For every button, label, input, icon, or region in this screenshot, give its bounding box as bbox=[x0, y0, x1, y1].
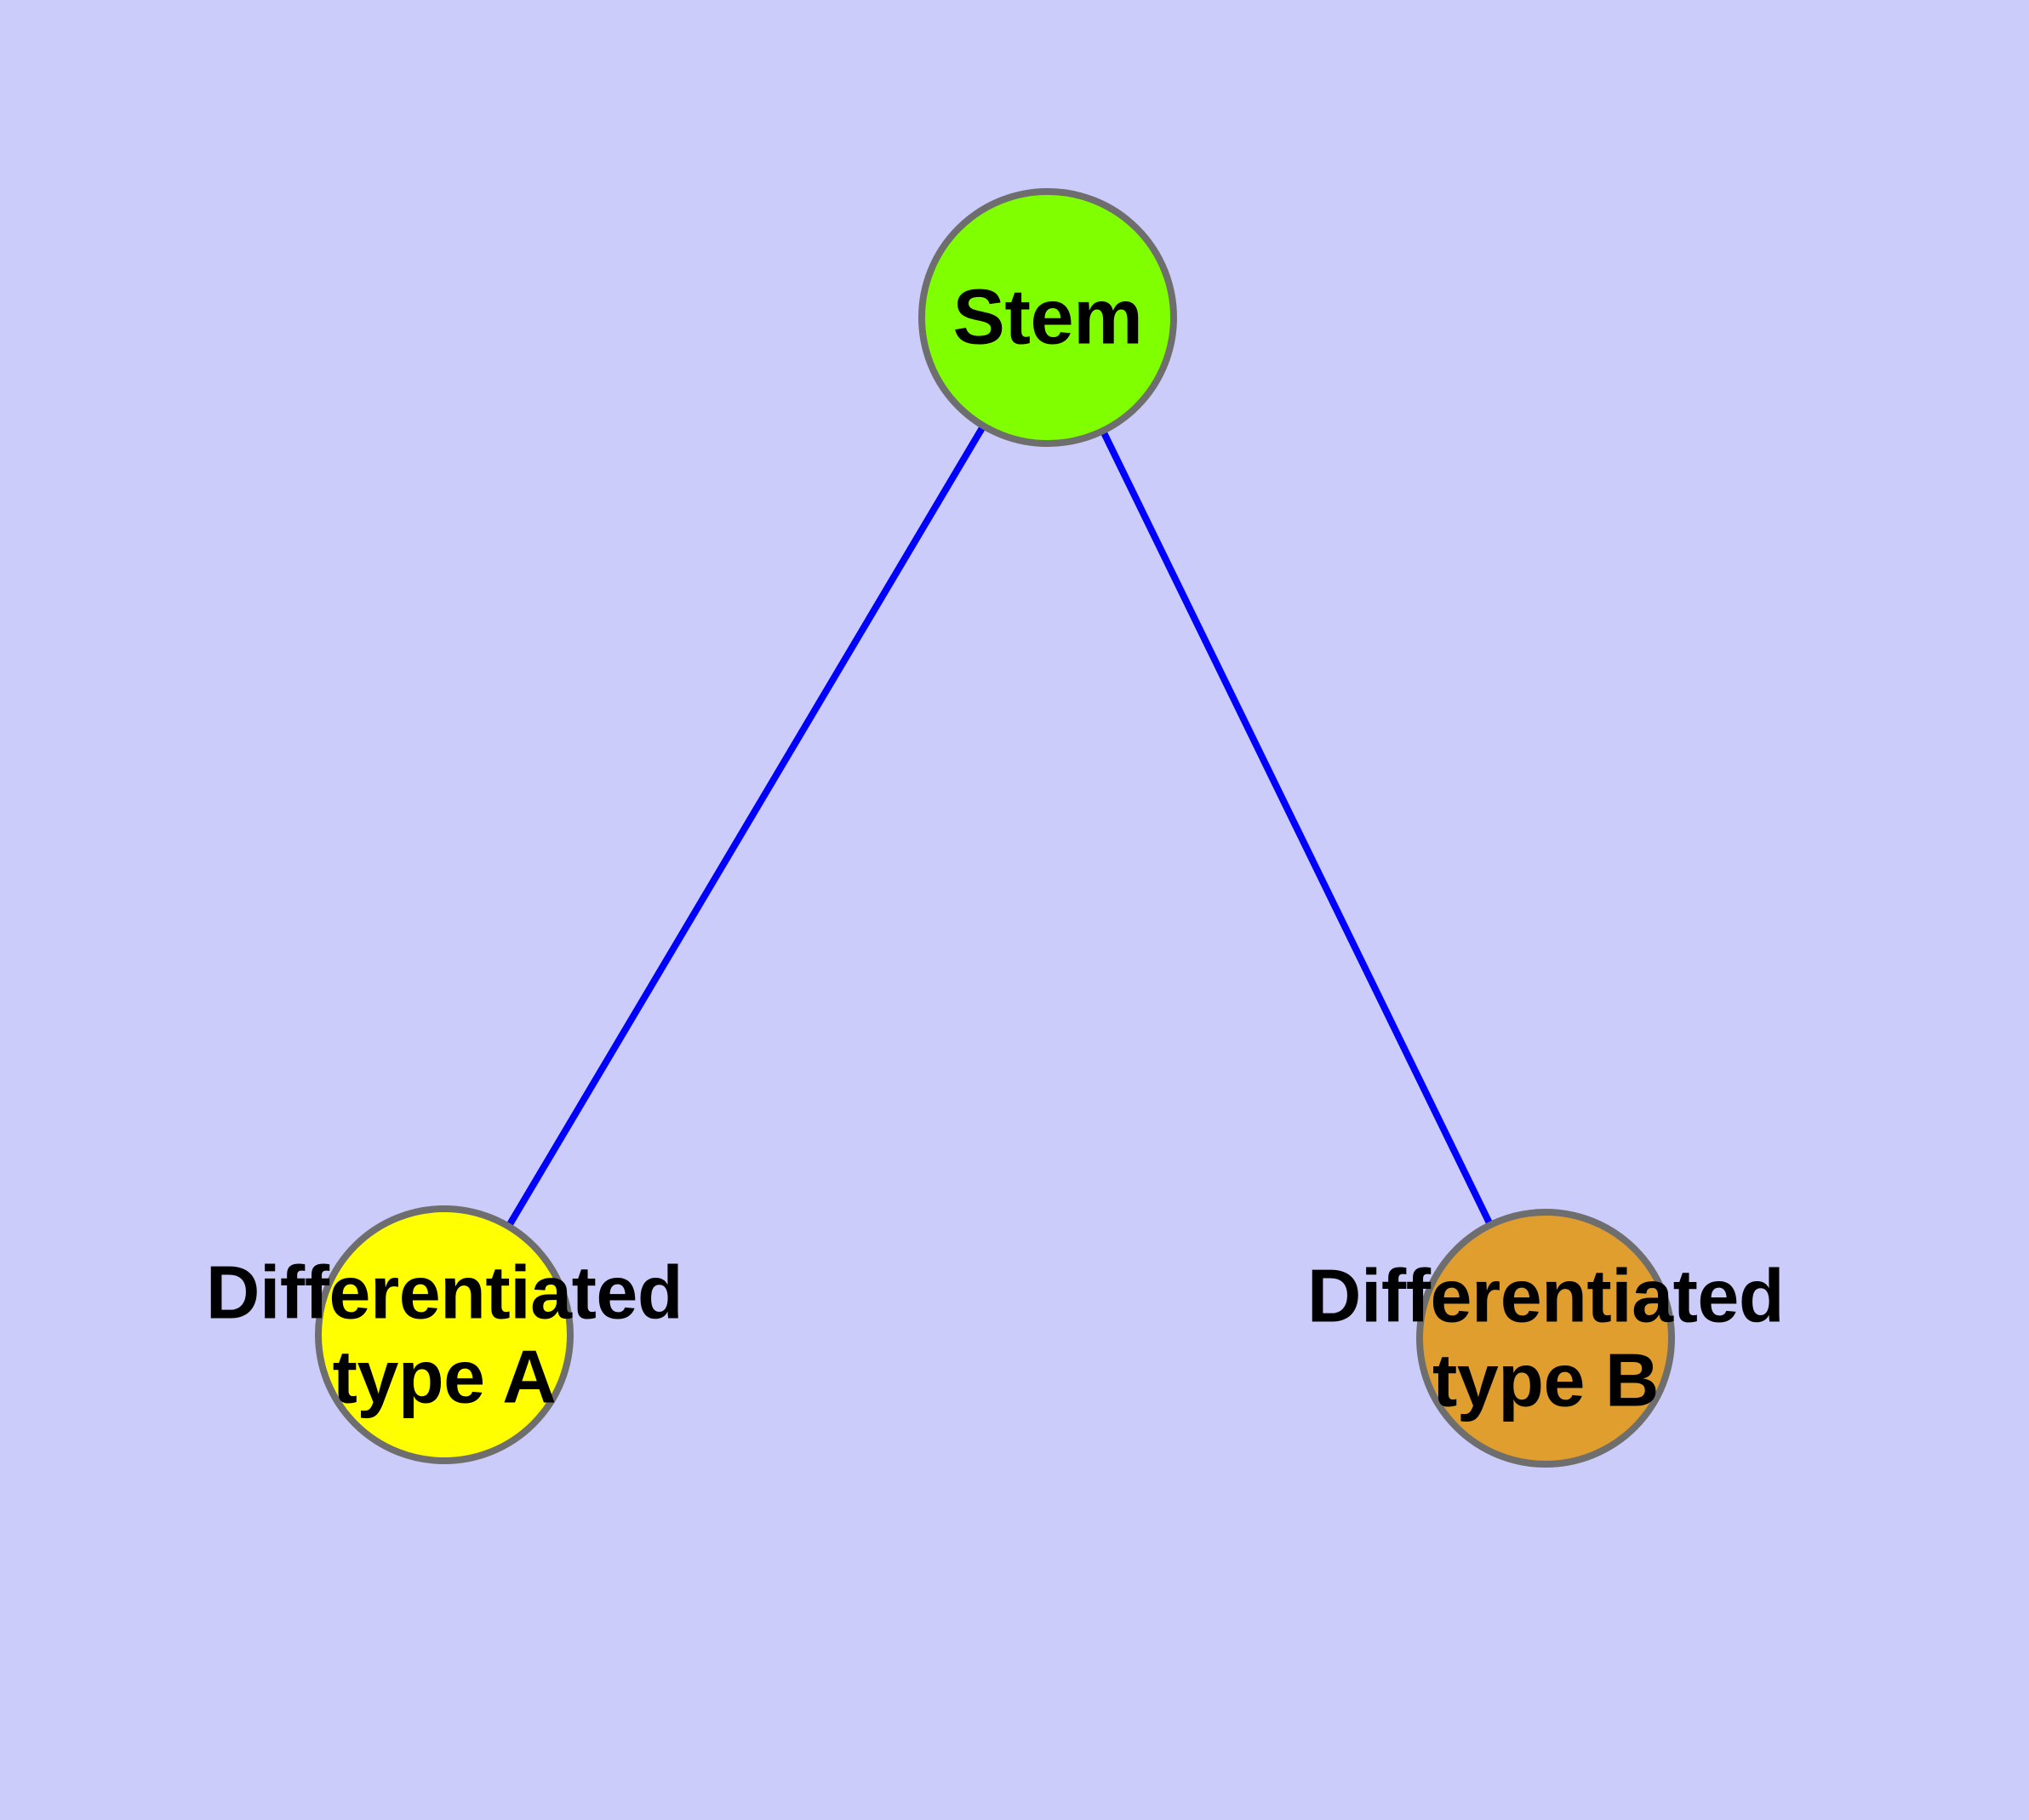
node-differentiated-type-a-circle[interactable] bbox=[315, 1205, 574, 1464]
node-layer bbox=[315, 188, 1675, 1468]
node-differentiated-type-b-circle[interactable] bbox=[1416, 1209, 1675, 1468]
edge-layer bbox=[505, 422, 1495, 1230]
edge-stem-to-differentiated-type-a bbox=[505, 422, 987, 1230]
edge-stem-to-differentiated-type-b bbox=[1099, 427, 1495, 1228]
node-stem-circle[interactable] bbox=[918, 188, 1177, 447]
